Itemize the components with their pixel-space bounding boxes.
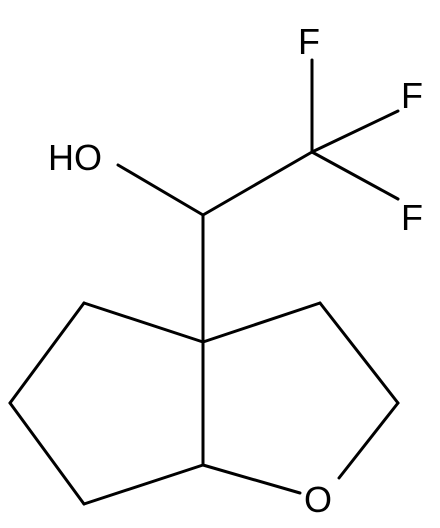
bond-c3a-c3 xyxy=(201,301,322,344)
bond-c3-c2 xyxy=(318,301,400,405)
fluorine-lower-label: F xyxy=(401,197,423,238)
bond-carbinol-oh xyxy=(116,163,205,217)
fluorine-top-label: F xyxy=(298,21,320,62)
bond-c2-o1 xyxy=(337,401,400,480)
hydroxyl-label: HO xyxy=(48,137,102,178)
atom-labels: HO F F F O xyxy=(48,21,423,520)
bond-set xyxy=(8,58,400,506)
bond-cf3-f-lower xyxy=(310,150,400,201)
bond-c3a-c4 xyxy=(82,301,205,344)
bond-cf3-carbinol xyxy=(201,150,314,217)
bond-cf3-f-right xyxy=(310,109,400,154)
bond-c4-c5 xyxy=(8,301,86,405)
bond-o1-c6a xyxy=(201,463,302,495)
ring-oxygen-label: O xyxy=(304,479,332,520)
fluorine-right-label: F xyxy=(401,75,423,116)
bond-c5-c6 xyxy=(8,401,86,506)
bond-c6-c6a xyxy=(82,463,205,506)
